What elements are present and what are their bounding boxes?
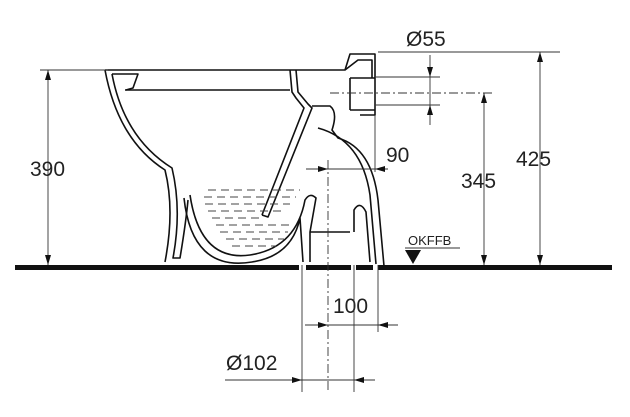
dimension-345: 345 (330, 92, 496, 265)
dimension-diameter-102: Ø102 (225, 265, 375, 392)
dimension-100-label: 100 (333, 295, 368, 318)
dimension-390-label: 390 (30, 158, 65, 181)
trap-water (204, 189, 300, 247)
dimension-425: 425 (378, 51, 560, 265)
floor-reference-label: OKFFB (408, 233, 451, 248)
floor-reference-marker: OKFFB (405, 233, 460, 264)
dimension-390: 390 (30, 69, 108, 265)
dimension-90: 90 (306, 115, 409, 172)
dimension-diameter-102-label: Ø102 (226, 352, 277, 375)
dimension-425-label: 425 (516, 148, 551, 171)
dimension-345-label: 345 (461, 170, 496, 193)
toilet-outline (104, 53, 385, 267)
dimension-diameter-55-label: Ø55 (406, 28, 446, 51)
dimension-90-label: 90 (386, 144, 409, 167)
dimension-diameter-55: Ø55 (375, 28, 522, 125)
floor-line (15, 265, 612, 270)
dimension-100: 100 (305, 265, 398, 332)
